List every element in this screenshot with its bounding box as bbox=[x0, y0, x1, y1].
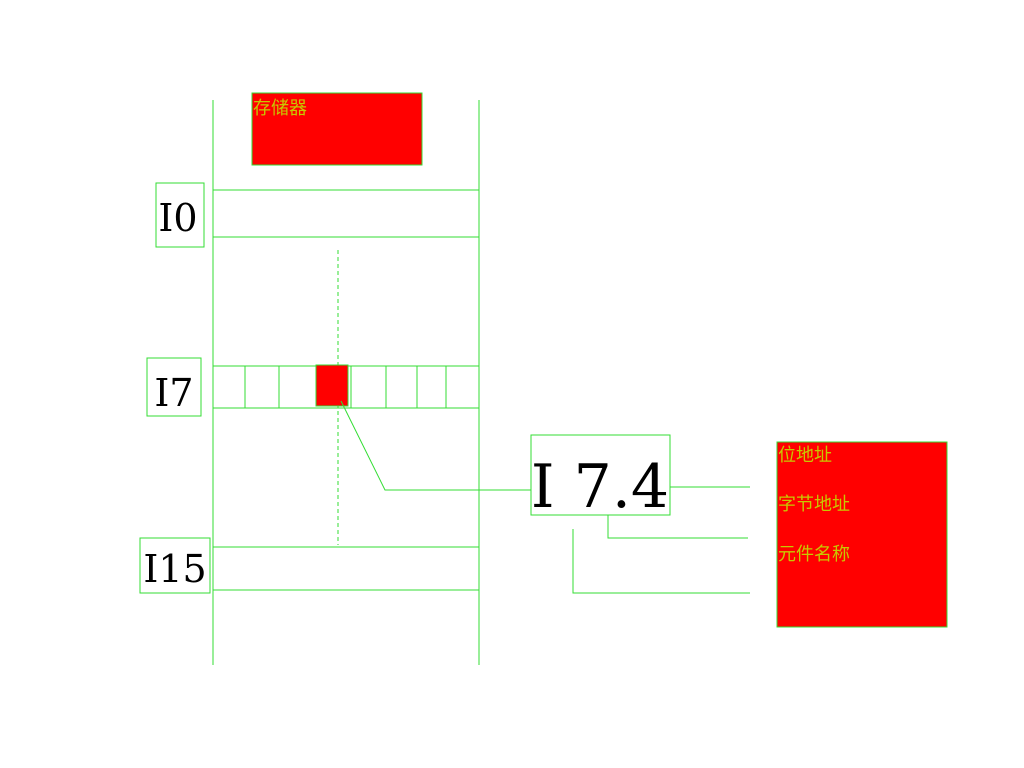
legend-item-byte-address: 字节地址 bbox=[778, 494, 850, 515]
address-box-frame bbox=[530, 434, 671, 516]
memory-row-i7: I7 bbox=[146, 357, 479, 417]
row-i15-label-box bbox=[139, 537, 211, 594]
memory-row-i15: I15 bbox=[139, 537, 479, 594]
memory-row-i0: I0 bbox=[155, 182, 479, 248]
byte-address-leader bbox=[607, 515, 748, 539]
row-i15-label: I15 bbox=[143, 547, 206, 591]
memory-title-bg bbox=[251, 92, 423, 166]
row-i0-label: I0 bbox=[158, 196, 197, 240]
legend-item-element-name: 元件名称 bbox=[778, 544, 850, 565]
row-i0-label-box bbox=[155, 182, 205, 248]
bit-to-address-connector bbox=[340, 400, 531, 491]
legend-item-bit-address: 位地址 bbox=[778, 445, 832, 466]
element-name-leader bbox=[572, 529, 750, 594]
memory-title-box: 存储器 bbox=[251, 92, 423, 166]
address-box: I 7.4 bbox=[530, 434, 671, 522]
row-i7-label: I7 bbox=[154, 371, 193, 415]
selected-bit-cell bbox=[315, 364, 349, 407]
address-value: I 7.4 bbox=[531, 452, 669, 522]
legend-bg bbox=[776, 441, 948, 628]
row-i7-label-box bbox=[146, 357, 202, 417]
memory-title: 存储器 bbox=[253, 98, 307, 119]
legend-box: 位地址 字节地址 元件名称 bbox=[776, 441, 948, 628]
